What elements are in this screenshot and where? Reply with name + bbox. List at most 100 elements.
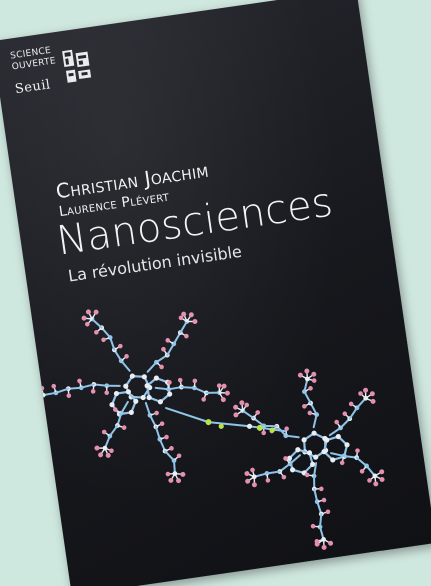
bond: [165, 407, 210, 424]
atom: [98, 452, 104, 458]
atom: [302, 404, 307, 409]
atom: [244, 471, 250, 477]
atom: [339, 460, 345, 466]
atom: [307, 410, 313, 416]
atom: [90, 389, 96, 394]
atom: [233, 404, 239, 410]
atom: [218, 423, 224, 429]
atom: [146, 394, 152, 401]
atom: [284, 426, 289, 432]
atom: [164, 434, 169, 440]
atom: [363, 387, 369, 393]
atom: [39, 385, 45, 391]
atom: [109, 448, 114, 454]
atom: [261, 430, 266, 436]
atom: [359, 468, 365, 474]
atom: [342, 411, 348, 417]
atom: [310, 461, 316, 467]
atom: [123, 383, 129, 389]
bond: [37, 394, 44, 403]
atom: [239, 400, 245, 406]
atom: [176, 453, 182, 459]
atom: [256, 424, 263, 431]
atom: [370, 398, 376, 404]
atom: [181, 311, 187, 317]
atom: [244, 402, 250, 408]
atom: [379, 476, 385, 482]
atom: [109, 402, 115, 408]
atom: [379, 469, 385, 475]
atom: [167, 380, 172, 385]
atom: [328, 540, 334, 546]
atom: [289, 467, 296, 473]
atom: [180, 471, 186, 477]
atom: [308, 385, 313, 391]
atom: [324, 437, 330, 443]
atom: [295, 447, 301, 453]
atom: [367, 478, 372, 483]
atom: [124, 354, 129, 359]
atom: [105, 452, 111, 458]
atom: [220, 397, 226, 403]
atom: [159, 421, 165, 426]
atom: [154, 410, 159, 416]
atom: [201, 397, 206, 402]
atom: [216, 383, 222, 388]
atom: [334, 419, 339, 425]
atom: [94, 329, 99, 335]
seuil-logo-icon: [62, 49, 92, 83]
atom: [188, 312, 194, 318]
atom: [133, 398, 139, 404]
atom: [167, 391, 173, 397]
atom: [141, 374, 147, 380]
atom: [318, 486, 324, 492]
atom: [306, 450, 313, 456]
atom: [77, 378, 82, 384]
atom: [304, 472, 310, 478]
atom: [310, 523, 316, 529]
atom: [233, 412, 239, 418]
atom: [311, 430, 317, 436]
atom: [94, 445, 100, 451]
atom: [129, 373, 135, 379]
atom: [93, 309, 99, 315]
atom: [246, 423, 253, 429]
atom: [251, 482, 257, 488]
atom: [314, 541, 320, 547]
atom: [140, 394, 146, 401]
atom: [348, 401, 354, 407]
atom: [113, 390, 120, 397]
atom: [286, 455, 293, 461]
atom: [355, 448, 360, 453]
atom: [125, 389, 131, 395]
atom: [192, 318, 198, 324]
atom: [269, 427, 275, 433]
atom: [245, 478, 251, 484]
atom: [169, 446, 174, 451]
atom: [35, 399, 41, 405]
atom: [32, 392, 38, 398]
atom: [184, 333, 189, 339]
atom: [176, 478, 182, 484]
atom: [221, 383, 227, 389]
atom: [178, 315, 184, 321]
atom: [321, 544, 327, 550]
atom: [157, 399, 163, 405]
atom: [344, 442, 350, 448]
atom: [101, 337, 106, 343]
atom: [224, 390, 230, 396]
atom: [168, 477, 174, 483]
atom: [121, 425, 127, 430]
atom: [192, 378, 198, 384]
atom: [265, 478, 271, 483]
atom: [81, 315, 87, 321]
atom: [325, 509, 331, 515]
atom: [369, 391, 375, 397]
atom: [159, 364, 164, 370]
bond: [248, 425, 287, 433]
bond: [207, 421, 251, 428]
atom: [165, 471, 171, 477]
atom: [250, 467, 255, 473]
